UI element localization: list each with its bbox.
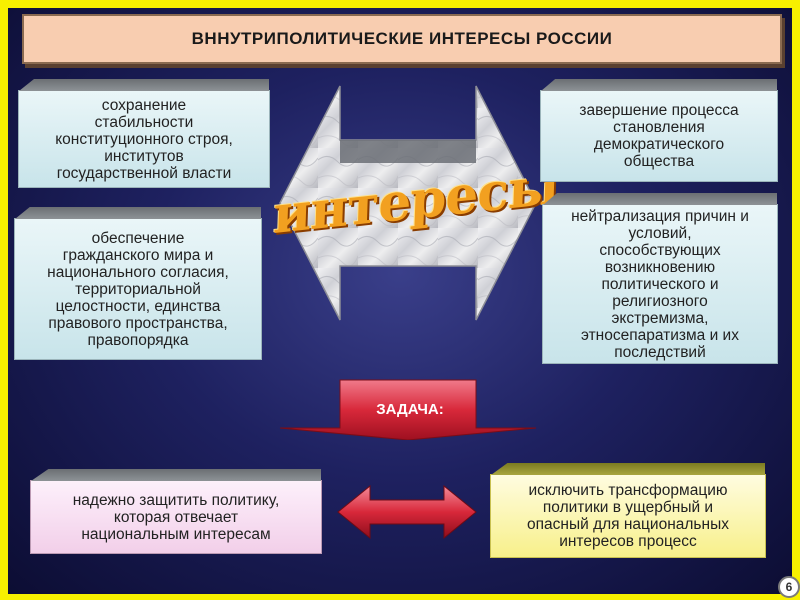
box-text-line: политического и (601, 275, 719, 293)
horizontal-double-arrow (337, 484, 477, 540)
box-text-line: завершение процесса (579, 102, 739, 119)
box-text-line: национального согласия, (47, 263, 229, 281)
box-text-line: религиозного (612, 292, 708, 310)
box-text-line: интересов процесс (559, 533, 697, 550)
box-text-line: способствующих (599, 241, 721, 259)
box-text-line: экстремизма, (611, 309, 709, 327)
task-label: ЗАДАЧА: (376, 400, 444, 418)
box-text-line: конституционного строя, (55, 130, 233, 148)
box-text-line: гражданского мира и (62, 246, 214, 264)
box-text-line: которая отвечает (113, 508, 239, 526)
box-text-line: целостности, единства (55, 297, 221, 315)
bottom-left-box: надежно защитить политику,которая отвеча… (30, 469, 322, 554)
slide: ВННУТРИПОЛИТИЧЕСКИЕ ИНТЕРЕСЫ РОССИИ инте… (8, 8, 800, 598)
box-text-line: демократического (593, 136, 725, 153)
box-text-line: общества (623, 153, 695, 170)
box-text-line: возникновению (604, 258, 716, 276)
box-text-line: нейтрализация причин и (571, 207, 749, 225)
box-text-line: исключить трансформацию (528, 482, 728, 499)
box-text-line: надежно защитить политику, (72, 491, 280, 509)
task-down-arrow (279, 379, 537, 440)
box-text-line: обеспечение (91, 229, 185, 247)
page-number: 6 (778, 576, 800, 598)
page-title: ВННУТРИПОЛИТИЧЕСКИЕ ИНТЕРЕСЫ РОССИИ (191, 29, 613, 48)
box-text-line: последствий (614, 343, 706, 361)
center-double-arrow (279, 85, 537, 321)
box-text-line: правопорядка (87, 331, 189, 349)
box-text-line: политики в ущербный и (542, 499, 714, 516)
box-text-line: национальным интересам (81, 525, 271, 543)
box-text-line: государственной власти (56, 164, 232, 182)
box-text-line: территориальной (75, 280, 201, 298)
box-text-line: правового пространства, (48, 314, 228, 332)
box-text-line: условий, (628, 224, 692, 242)
box-text-line: институтов (104, 147, 184, 165)
box-text-line: опасный для национальных (527, 516, 729, 533)
box-text-line: стабильности (94, 113, 194, 131)
box-text-line: становления (613, 119, 705, 136)
title-bar: ВННУТРИПОЛИТИЧЕСКИЕ ИНТЕРЕСЫ РОССИИ (22, 14, 782, 64)
box-text-line: этносепаратизма и их (581, 326, 739, 344)
center-arrow-bevel (340, 140, 476, 163)
box-text-line: сохранение (101, 96, 187, 114)
